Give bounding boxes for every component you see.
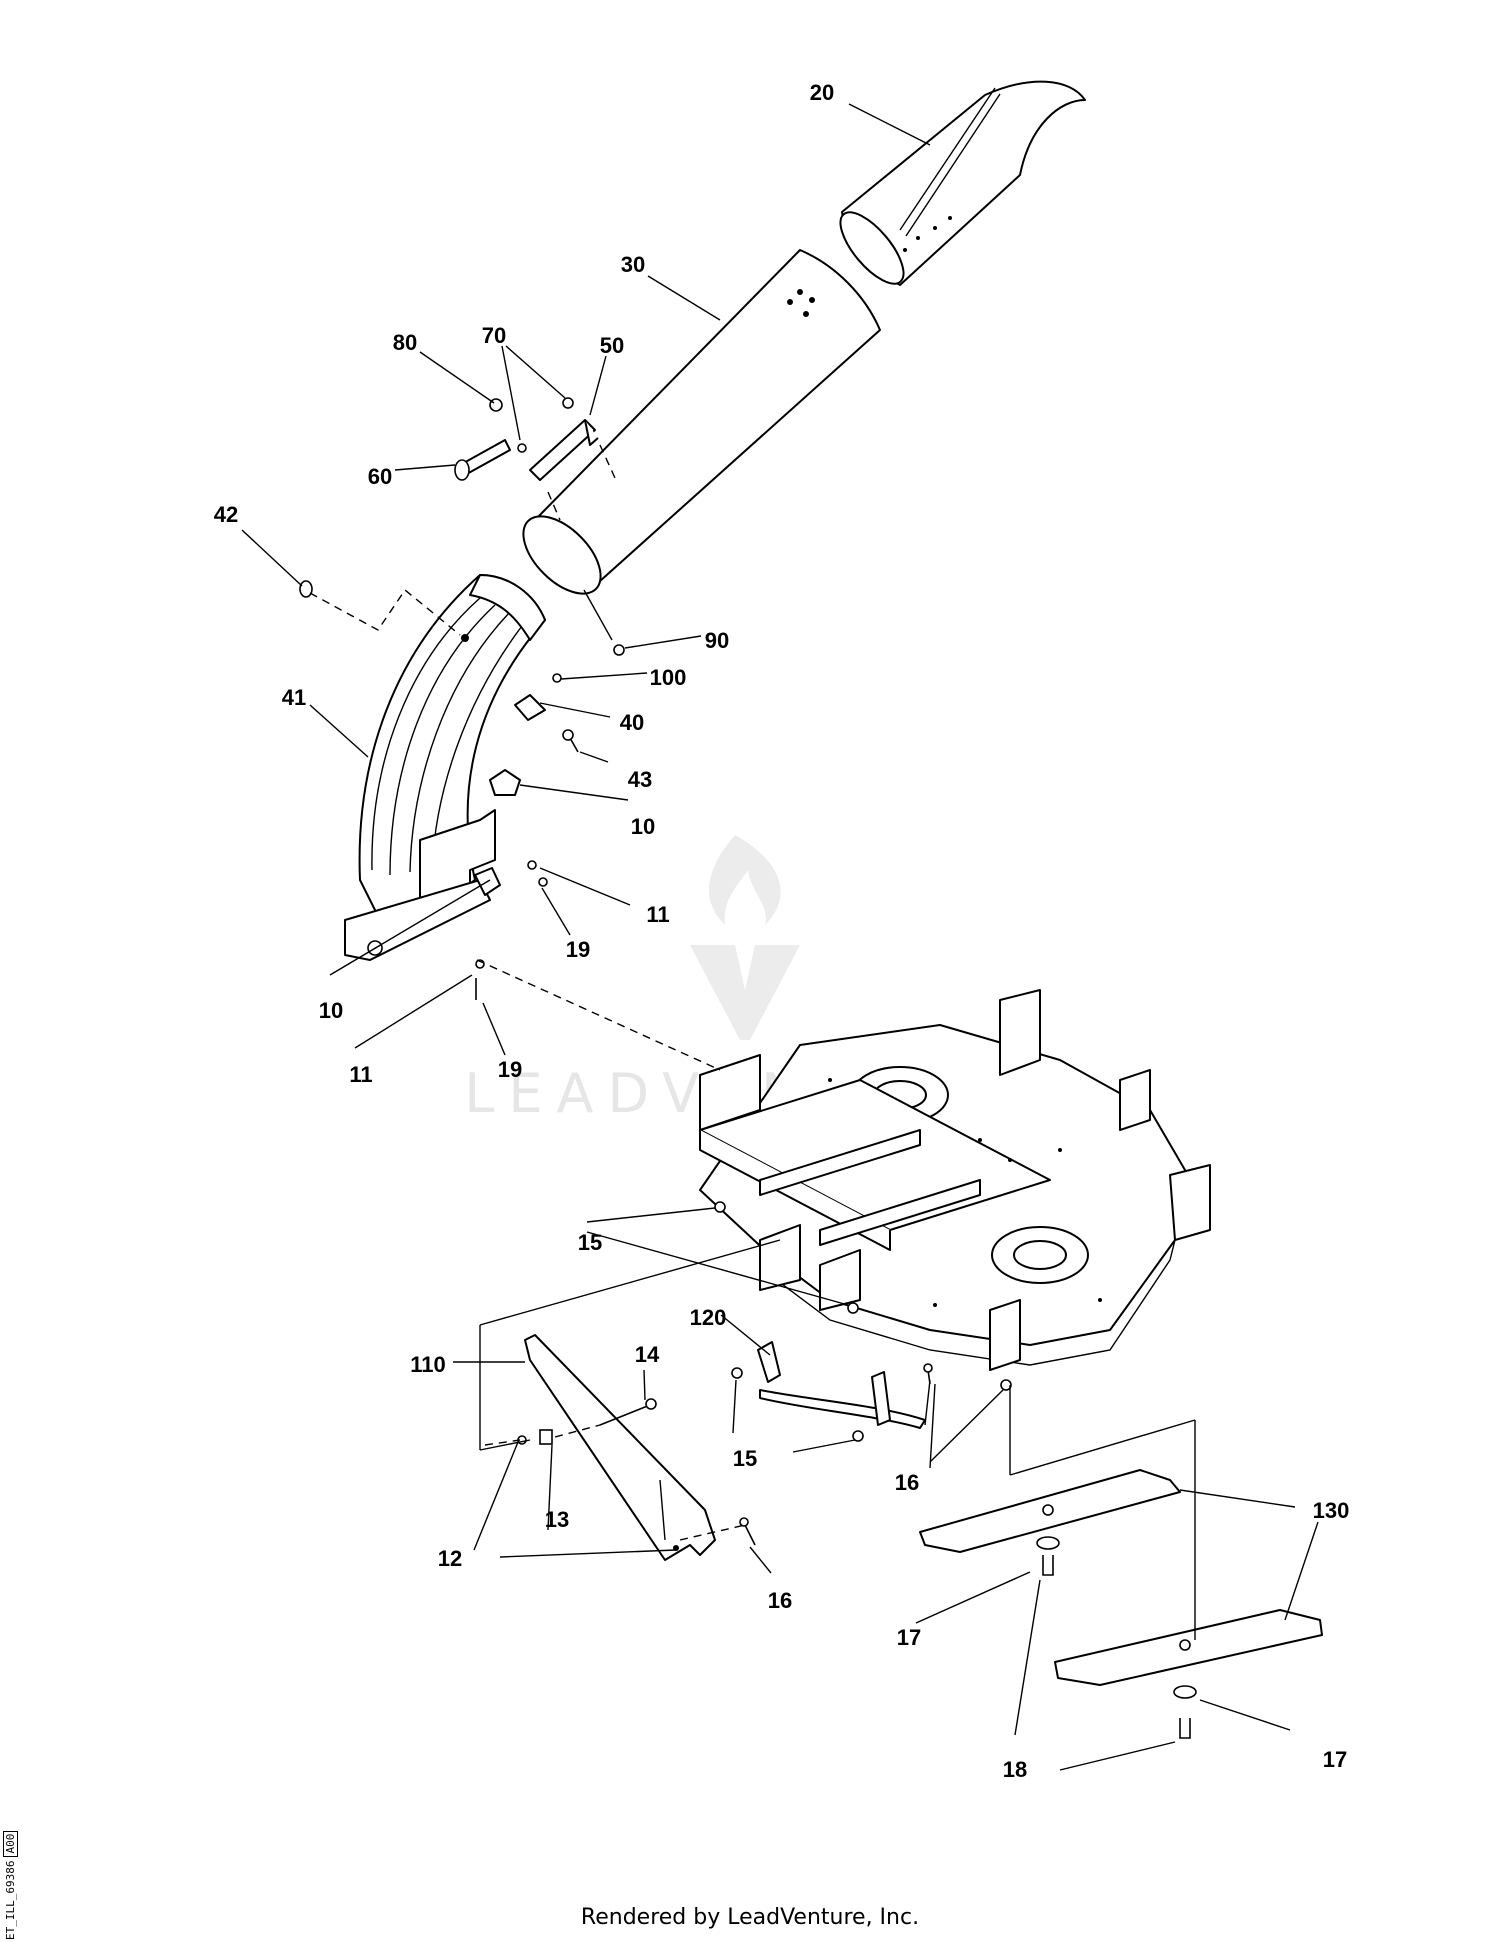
callout-labels: 20 30 80 70 50 60 42 90 100 41 40 43 10 …	[214, 80, 1350, 1782]
callout-60: 60	[368, 464, 392, 489]
callout-16-deflector: 16	[768, 1588, 792, 1613]
callout-80: 80	[393, 330, 417, 355]
callout-70: 70	[482, 323, 506, 348]
callout-42: 42	[214, 502, 238, 527]
part-mower-deck	[699, 989, 1211, 1371]
drawing-revision: A00	[3, 1830, 18, 1857]
part-rear-deflector	[517, 1334, 756, 1561]
callout-10-upper: 10	[631, 814, 655, 839]
callout-40: 40	[620, 710, 644, 735]
callout-16-baffle: 16	[895, 1470, 919, 1495]
callout-20: 20	[810, 80, 834, 105]
callout-130: 130	[1313, 1498, 1350, 1523]
part-baffle-rod	[731, 1341, 1012, 1442]
callout-19-lower: 19	[498, 1057, 522, 1082]
callout-11-lower: 11	[349, 1062, 372, 1087]
callout-110: 110	[410, 1352, 446, 1377]
part-latch-assembly	[454, 397, 616, 521]
assembly-guide-lines	[309, 588, 1196, 1640]
callout-10-lower: 10	[319, 998, 343, 1023]
callout-90: 90	[705, 628, 729, 653]
part-blades	[919, 1469, 1323, 1739]
callout-43: 43	[628, 767, 652, 792]
callout-11-upper: 11	[646, 902, 669, 927]
callout-15-baffle: 15	[733, 1446, 757, 1471]
callout-15-deck: 15	[578, 1230, 602, 1255]
callout-41: 41	[282, 685, 306, 710]
part-upper-chute	[839, 80, 1086, 286]
callout-18: 18	[1003, 1757, 1027, 1782]
callout-17-upper: 17	[897, 1625, 921, 1650]
callout-14: 14	[635, 1342, 660, 1367]
part-chute-deflector	[344, 574, 546, 961]
render-credit: Rendered by LeadVenture, Inc.	[580, 1905, 920, 1930]
callout-leader-lines	[241, 103, 1319, 1771]
callout-120: 120	[690, 1305, 727, 1330]
callout-19-upper: 19	[566, 937, 590, 962]
callout-12: 12	[438, 1546, 462, 1571]
callout-100: 100	[650, 665, 687, 690]
callout-13: 13	[545, 1507, 569, 1532]
callout-17-lower: 17	[1323, 1747, 1347, 1772]
part-chute-tube	[522, 249, 881, 595]
callout-50: 50	[600, 333, 624, 358]
callout-30: 30	[621, 252, 645, 277]
